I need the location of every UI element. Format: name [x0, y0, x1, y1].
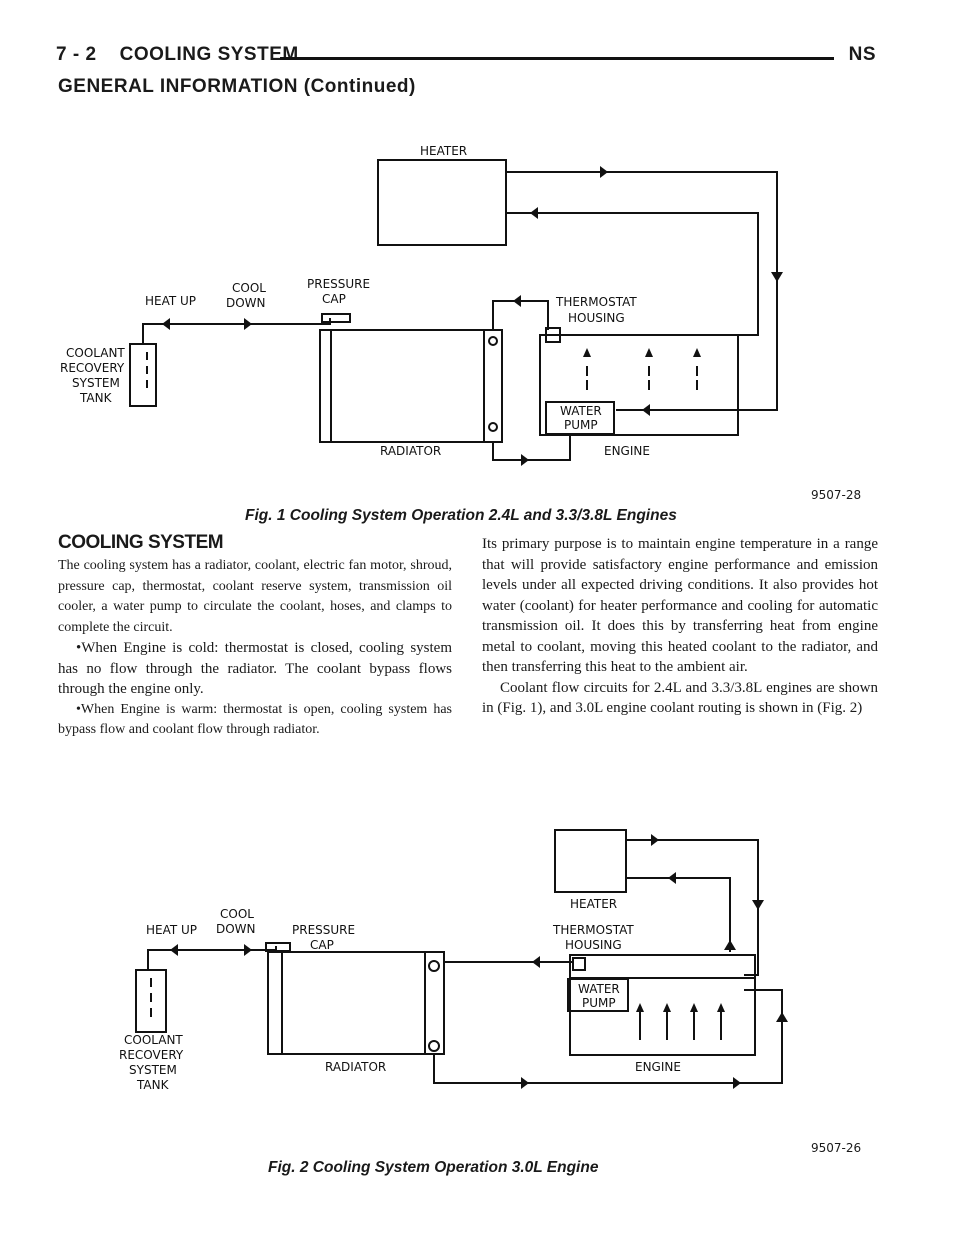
header-rule — [280, 57, 834, 60]
label-cool-down-2: DOWN — [226, 296, 266, 310]
section-title: COOLING SYSTEM — [58, 532, 224, 553]
label-cool-down-2: DOWN — [216, 922, 256, 936]
label-tank-2: RECOVERY — [119, 1048, 184, 1062]
label-pressure-cap-2: CAP — [322, 292, 346, 306]
label-cool-down-1: COOL — [220, 907, 254, 921]
label-tank-1: COOLANT — [66, 346, 125, 360]
engine-block — [539, 334, 739, 436]
figure-2-diagram: HEATER HEAT UP COOL DOWN PRESSURE CAP TH… — [0, 800, 960, 1160]
radiator-body — [267, 951, 445, 1055]
label-tank-3: SYSTEM — [129, 1063, 177, 1077]
label-thermostat-1: THERMOSTAT — [555, 295, 637, 309]
label-engine: ENGINE — [604, 444, 650, 458]
label-radiator: RADIATOR — [325, 1060, 386, 1074]
label-heat-up: HEAT UP — [146, 923, 197, 937]
label-heater: HEATER — [570, 897, 617, 911]
label-water-pump-2: PUMP — [564, 418, 598, 432]
water-pump — [545, 401, 615, 435]
text-column-right: Its primary purpose is to maintain engin… — [482, 534, 878, 719]
heater-box — [554, 829, 627, 893]
thermostat-housing — [545, 327, 561, 343]
text-column-left: The cooling system has a radiator, coola… — [58, 556, 452, 741]
label-thermostat-2: HOUSING — [568, 311, 625, 325]
label-water-pump-1: WATER — [578, 982, 620, 996]
figure-1-diagram: HEATER HEAT UP COOL DOWN PRESSURE CAP TH… — [0, 0, 960, 500]
label-tank-1: COOLANT — [124, 1033, 183, 1047]
radiator-body — [319, 329, 503, 443]
coolant-tank — [135, 969, 167, 1033]
figure-2-id: 9507-26 — [811, 1141, 862, 1155]
label-heater: HEATER — [420, 144, 467, 158]
figure-2-caption: Fig. 2 Cooling System Operation 3.0L Eng… — [268, 1159, 599, 1176]
paragraph: The cooling system has a radiator, coola… — [58, 558, 452, 635]
label-pressure-cap-1: PRESSURE — [307, 277, 370, 291]
paragraph: Its primary purpose is to maintain engin… — [482, 536, 878, 675]
figure-1-caption: Fig. 1 Cooling System Operation 2.4L and… — [245, 507, 677, 524]
label-water-pump-2: PUMP — [582, 996, 616, 1010]
label-pressure-cap-1: PRESSURE — [292, 923, 355, 937]
coolant-tank — [129, 343, 157, 407]
label-pressure-cap-2: CAP — [310, 938, 334, 952]
page-header-section: 7 - 2 COOLING SYSTEM — [56, 44, 299, 65]
bullet-paragraph: •When Engine is cold: thermostat is clos… — [58, 640, 452, 697]
pressure-cap — [321, 313, 351, 323]
heater-box — [377, 159, 507, 246]
bullet-paragraph: •When Engine is warm: thermostat is open… — [58, 701, 452, 738]
label-radiator: RADIATOR — [380, 444, 441, 458]
label-thermostat-1: THERMOSTAT — [552, 923, 634, 937]
label-engine: ENGINE — [635, 1060, 681, 1074]
page-header-code: NS — [848, 44, 876, 65]
label-tank-4: TANK — [136, 1078, 170, 1092]
label-tank-2: RECOVERY — [60, 361, 125, 375]
label-heat-up: HEAT UP — [145, 294, 196, 308]
label-cool-down-1: COOL — [232, 281, 266, 295]
label-tank-4: TANK — [79, 391, 113, 405]
paragraph: Coolant flow circuits for 2.4L and 3.3/3… — [482, 679, 878, 717]
label-water-pump-1: WATER — [560, 404, 602, 418]
thermostat-housing — [572, 957, 586, 971]
label-thermostat-2: HOUSING — [565, 938, 622, 952]
engine-block — [569, 954, 756, 1056]
page-subtitle: GENERAL INFORMATION (Continued) — [58, 76, 416, 97]
figure-1-id: 9507-28 — [811, 488, 862, 502]
water-pump — [567, 978, 629, 1012]
label-tank-3: SYSTEM — [72, 376, 120, 390]
